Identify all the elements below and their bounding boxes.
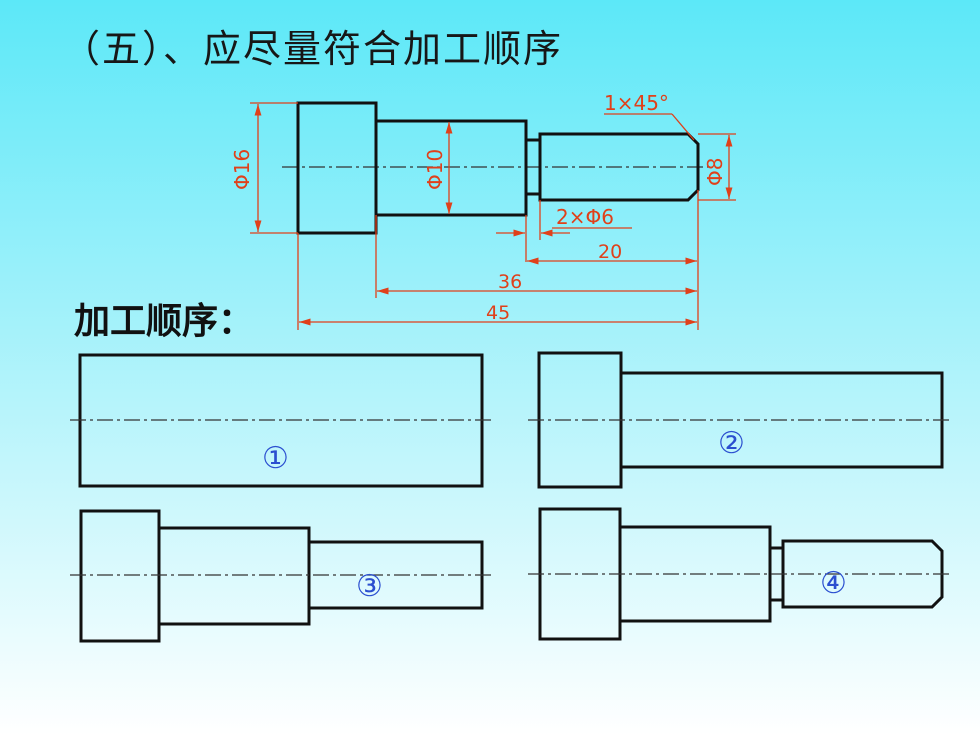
step-d10 [374, 119, 528, 217]
step-4-groove-chamfer: ④ [528, 507, 952, 641]
step-2-turn-d10: ② [528, 351, 952, 489]
step-3-turn-d8: ③ [70, 509, 492, 643]
dim-length-36: 36 [498, 271, 522, 293]
part-drawing: 1×45° Φ16 Φ10 Φ8 2×Φ6 20 36 45 [230, 91, 736, 330]
dim-dia-left: Φ16 [230, 149, 254, 190]
step-4-label: ④ [820, 566, 847, 601]
step-1-blank: ① [70, 353, 492, 488]
dim-groove: 2×Φ6 [556, 205, 614, 229]
dim-dia-right: Φ8 [703, 158, 727, 186]
dim-length-20: 20 [598, 241, 622, 263]
dim-dia-mid: Φ10 [423, 149, 447, 190]
shoulder-d16 [296, 101, 378, 235]
section-heading: 加工顺序： [74, 301, 255, 342]
dim-length-45: 45 [486, 302, 510, 324]
step-1-label: ① [262, 441, 289, 476]
step-2-label: ② [718, 426, 745, 461]
dim-chamfer: 1×45° [604, 91, 669, 115]
page-title: （五）、应尽量符合加工顺序 [62, 27, 564, 71]
step-3-label: ③ [356, 569, 383, 604]
